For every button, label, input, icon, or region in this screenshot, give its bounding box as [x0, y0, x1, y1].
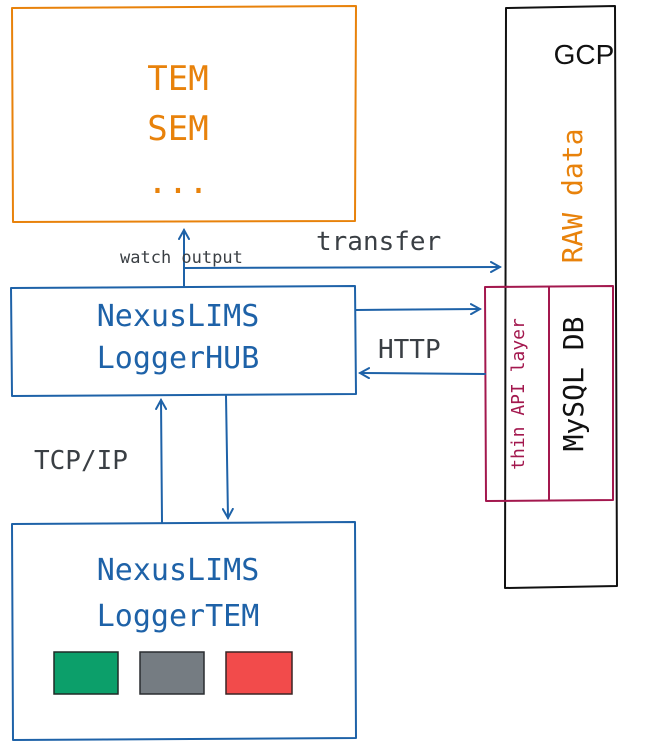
tcpip-up-arrow — [161, 400, 162, 523]
hub-to-api-arrow — [355, 309, 480, 310]
logger-tem-box: NexusLIMS LoggerTEM — [11, 521, 357, 741]
gcp-box: GCP RAW data — [504, 5, 618, 589]
status-light-red — [225, 651, 293, 695]
gcp-title: GCP — [554, 39, 615, 70]
tem-line2: LoggerTEM — [97, 599, 260, 634]
instruments-box: TEM SEM ... — [11, 5, 357, 223]
hub-line2: LoggerHUB — [97, 341, 260, 376]
transfer-arrow — [183, 267, 500, 268]
api-layer-label: thin API layer — [508, 318, 529, 470]
instrument-more-label: ... — [147, 162, 208, 202]
http-label: HTTP — [378, 335, 441, 365]
tem-line1: NexusLIMS — [97, 553, 260, 588]
instrument-sem-label: SEM — [147, 109, 208, 149]
mysql-db-label: MySQL DB — [557, 317, 590, 452]
watch-output-label: watch output — [120, 248, 243, 268]
instrument-tem-label: TEM — [147, 59, 208, 99]
status-light-green — [53, 651, 119, 695]
http-arrow — [360, 373, 486, 374]
transfer-label: transfer — [316, 227, 441, 257]
raw-data-label: RAW data — [556, 129, 589, 264]
api-db-box: thin API layer MySQL DB — [484, 285, 614, 502]
hub-line1: NexusLIMS — [97, 299, 260, 334]
status-light-gray — [139, 651, 205, 695]
hub-to-tem-arrow — [226, 395, 228, 518]
logger-hub-box: NexusLIMS LoggerHUB — [10, 285, 357, 397]
tcpip-label: TCP/IP — [34, 446, 128, 476]
